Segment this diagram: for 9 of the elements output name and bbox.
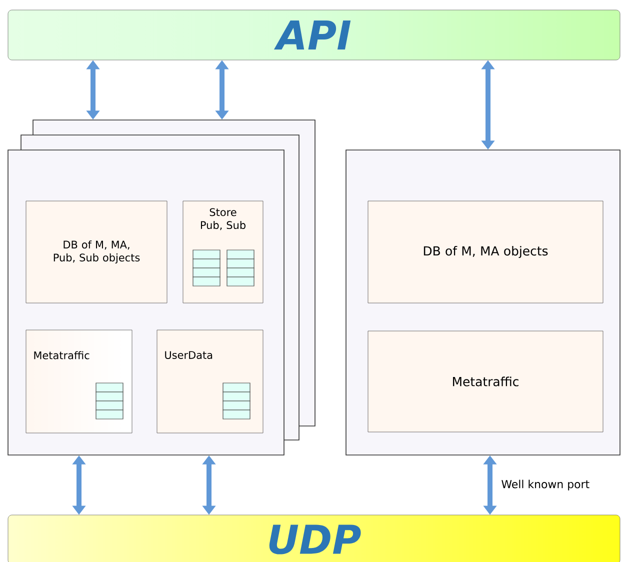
module-label: Metatraffic: [34, 351, 90, 360]
module-label: UserData: [165, 351, 212, 359]
module-label: DB of M, MA objects: [424, 246, 548, 258]
module-label: DB of M, MA, Pub, Sub objects: [54, 240, 140, 264]
udp-bar: UDP: [8, 514, 620, 562]
api-bar: API: [8, 10, 620, 60]
module-label: Metatraffic: [453, 376, 518, 386]
module-label: Store Pub, Sub: [200, 208, 246, 230]
edge-label: Well known port: [500, 478, 591, 492]
